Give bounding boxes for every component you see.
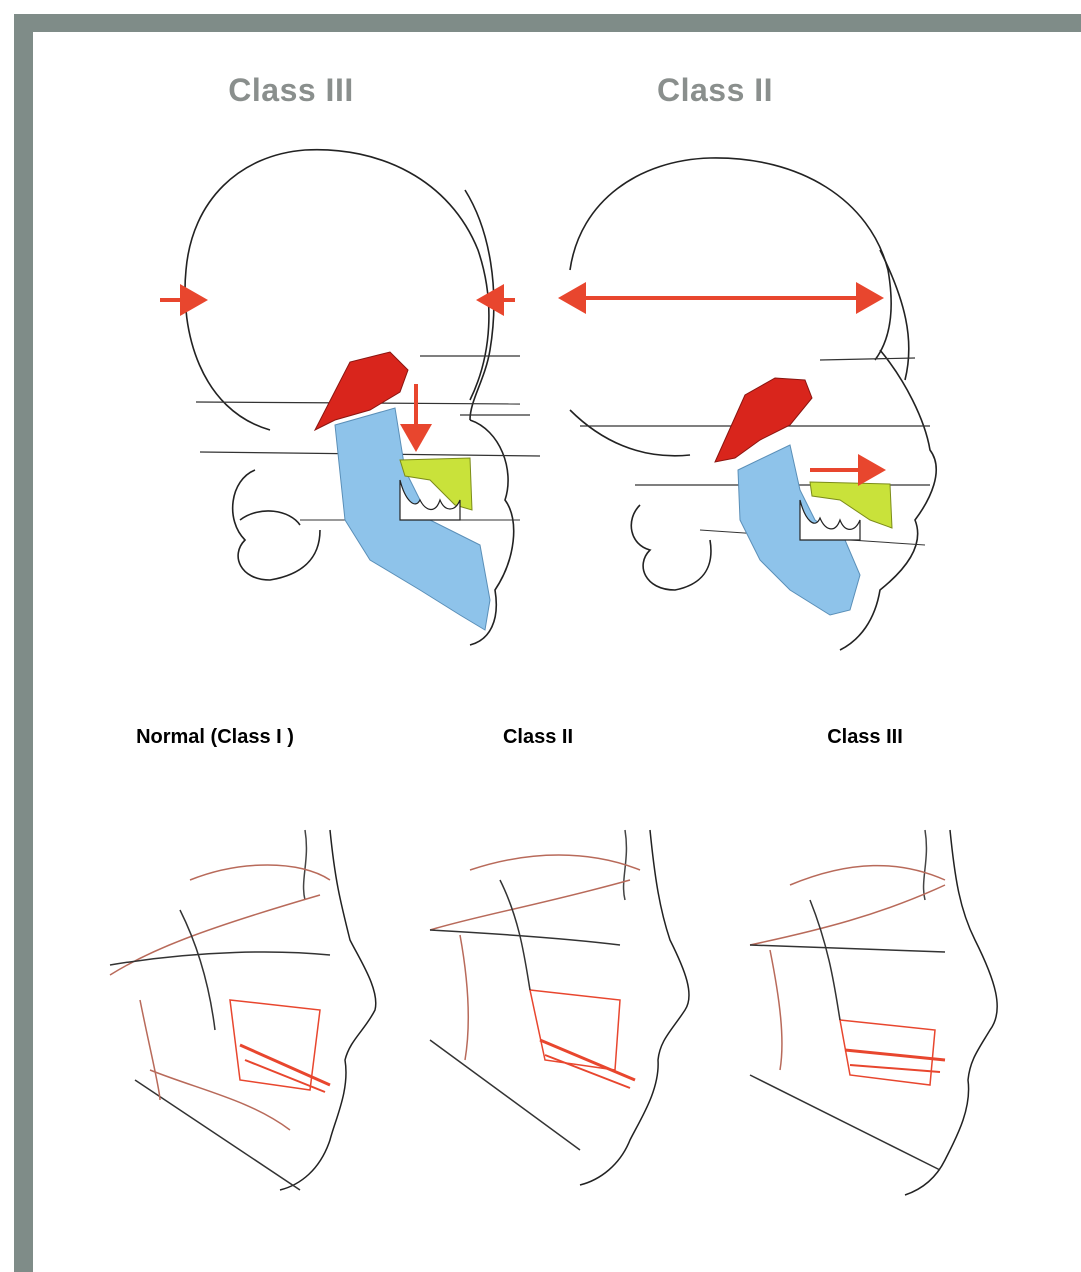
cervical-vertebrae [631, 505, 711, 590]
cervical-vertebrae [233, 470, 320, 580]
tracing-class-ii-bottom [430, 830, 689, 1185]
cranium-outline [570, 158, 891, 360]
tracing-class-iii-bottom [750, 830, 997, 1195]
forehead-line [880, 250, 909, 380]
maxilla-shape-class-ii [810, 482, 892, 528]
upper-skull-side [570, 410, 690, 456]
tracing-class-i [110, 830, 376, 1190]
muscle-shape-class-ii [715, 378, 812, 462]
forehead-line [465, 190, 494, 420]
